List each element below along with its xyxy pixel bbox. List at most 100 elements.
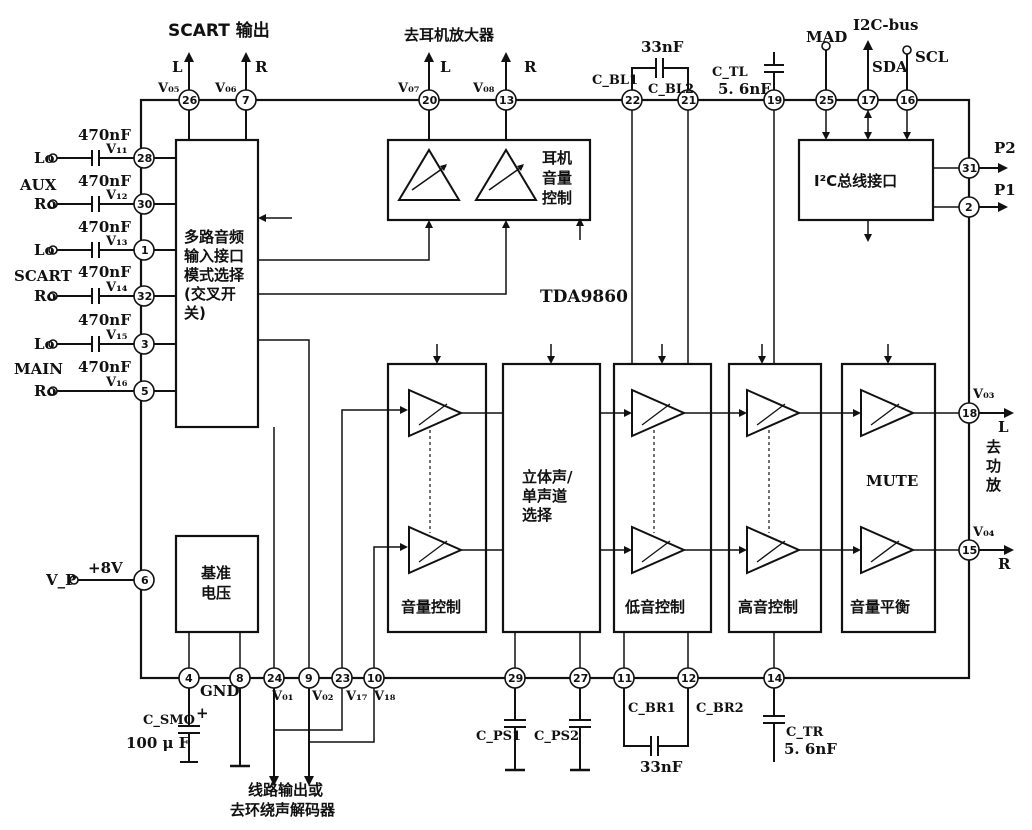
svg-text:V₀₂: V₀₂ xyxy=(311,689,333,704)
svg-text:R: R xyxy=(998,555,1011,573)
svg-text:10: 10 xyxy=(367,672,383,685)
headphone-volume-label: 耳机 音量 控制 xyxy=(542,149,572,207)
svg-text:MAIN: MAIN xyxy=(14,360,63,378)
svg-text:C_BR2: C_BR2 xyxy=(696,701,744,716)
svg-text:Lo: Lo xyxy=(34,241,55,259)
svg-text:模式选择: 模式选择 xyxy=(184,266,245,284)
svg-text:Ro: Ro xyxy=(34,195,56,213)
stereo-mono-label: 立体声/ 单声道 选择 xyxy=(522,468,573,524)
svg-text:放: 放 xyxy=(985,476,1002,494)
svg-text:2: 2 xyxy=(965,201,973,214)
chip-name: TDA9860 xyxy=(540,287,628,307)
svg-text:输入接口: 输入接口 xyxy=(184,247,244,265)
svg-text:立体声/: 立体声/ xyxy=(522,468,573,486)
i2c-bus-label: I2C-bus xyxy=(853,16,918,34)
input-row-1 xyxy=(48,150,176,166)
svg-text:基准: 基准 xyxy=(200,564,231,582)
stereo-mono-block xyxy=(501,362,602,634)
svg-text:1: 1 xyxy=(141,244,149,257)
svg-text:SCL: SCL xyxy=(915,48,949,66)
svg-text:23: 23 xyxy=(335,672,350,685)
svg-text:19: 19 xyxy=(767,94,782,107)
svg-text:SCART: SCART xyxy=(14,267,73,285)
svg-text:470nF: 470nF xyxy=(78,218,131,236)
svg-text:33nF: 33nF xyxy=(640,758,683,776)
svg-text:5. 6nF: 5. 6nF xyxy=(718,80,771,98)
svg-text:电压: 电压 xyxy=(201,584,231,602)
svg-text:25: 25 xyxy=(819,94,834,107)
svg-text:15: 15 xyxy=(962,544,977,557)
input-labels: Lo 470nF V₁₁ AUX Ro 470nF V₁₂ Lo 470nF V… xyxy=(14,126,131,400)
svg-text:C_BL2: C_BL2 xyxy=(648,82,694,97)
input-row-4 xyxy=(48,288,176,304)
i2c-interface-label: I²C总线接口 xyxy=(814,172,897,190)
svg-text:P1: P1 xyxy=(994,181,1016,199)
bottom-pins: 4 8 GND 24 V₀₁ 9 V₀₂ 23 V₁₇ 10 V₁₈ 29 27… xyxy=(178,667,785,704)
input-pins: 28 30 1 32 3 5 xyxy=(133,147,155,402)
svg-text:GND: GND xyxy=(200,682,240,700)
svg-text:耳机: 耳机 xyxy=(542,149,572,167)
svg-text:C_SMO: C_SMO xyxy=(143,713,195,728)
svg-text:6: 6 xyxy=(141,574,149,587)
headphone-amp-triangles xyxy=(397,148,538,201)
svg-text:V₀₆: V₀₆ xyxy=(214,81,237,96)
svg-text:V₁₆: V₁₆ xyxy=(105,375,128,390)
svg-text:3: 3 xyxy=(141,338,149,351)
svg-text:AUX: AUX xyxy=(19,176,57,194)
svg-text:31: 31 xyxy=(962,162,977,175)
svg-text:V₁₃: V₁₃ xyxy=(105,234,128,249)
svg-text:V₁₇: V₁₇ xyxy=(345,689,368,704)
svg-text:单声道: 单声道 xyxy=(522,487,567,505)
svg-text:4: 4 xyxy=(185,672,193,685)
svg-text:7: 7 xyxy=(242,94,250,107)
svg-text:V₁₂: V₁₂ xyxy=(105,188,127,203)
svg-text:V₀₁: V₀₁ xyxy=(271,689,293,704)
svg-text:13: 13 xyxy=(499,94,514,107)
svg-text:12: 12 xyxy=(681,672,696,685)
svg-text:R: R xyxy=(524,58,537,76)
svg-text:L: L xyxy=(172,58,183,76)
svg-text:V₀₃: V₀₃ xyxy=(972,387,995,402)
svg-text:C_TL: C_TL xyxy=(712,65,748,80)
i2c-interface-block xyxy=(797,138,935,222)
svg-text:24: 24 xyxy=(267,672,283,685)
svg-text:21: 21 xyxy=(681,94,696,107)
input-row-5 xyxy=(48,336,176,352)
input-row-2 xyxy=(48,196,176,212)
svg-text:29: 29 xyxy=(508,672,523,685)
top-pins: 26 L V₀₅ 7 R V₀₆ 20 L V₀₇ 13 R V₀₈ 22 C_… xyxy=(157,28,949,140)
svg-text:33nF: 33nF xyxy=(641,38,684,56)
control-arrows xyxy=(433,344,892,364)
svg-text:9: 9 xyxy=(305,672,313,685)
svg-text:V₁₄: V₁₄ xyxy=(105,280,128,295)
svg-text:Lo: Lo xyxy=(34,149,55,167)
svg-text:16: 16 xyxy=(900,94,916,107)
input-select-block xyxy=(174,138,260,429)
svg-text:Ro: Ro xyxy=(34,382,56,400)
amp-triangles xyxy=(408,388,916,575)
svg-text:L: L xyxy=(998,418,1009,436)
headphone-amp-title: 去耳机放大器 xyxy=(404,26,495,44)
balance-label: 音量平衡 xyxy=(850,598,910,616)
svg-text:Ro: Ro xyxy=(34,287,56,305)
output-pins: 18 V₀₃ L 15 V₀₄ R 去 功 放 xyxy=(958,387,1014,573)
bottom-components: + C_SMO 100 μ F C_PS1 C_PS2 C_BR1 C_BR2 … xyxy=(126,688,837,786)
svg-text:14: 14 xyxy=(767,672,783,685)
signal-paths xyxy=(341,110,959,672)
input-row-3 xyxy=(48,242,176,258)
line-output-label: 线路输出或 xyxy=(248,781,323,799)
svg-text:(交叉开: (交叉开 xyxy=(184,285,236,303)
svg-text:多路音频: 多路音频 xyxy=(184,228,244,246)
svg-text:470nF: 470nF xyxy=(78,126,131,144)
svg-text:控制: 控制 xyxy=(542,189,572,207)
svg-text:+: + xyxy=(196,704,209,722)
mute-label: MUTE xyxy=(866,472,918,490)
reference-voltage-label: 基准 电压 xyxy=(200,564,231,602)
svg-text:Lo: Lo xyxy=(34,335,55,353)
svg-text:32: 32 xyxy=(137,290,152,303)
svg-text:5: 5 xyxy=(141,385,149,398)
to-power-amp-label: 去 功 放 xyxy=(985,438,1002,494)
bass-control-label: 低音控制 xyxy=(624,598,685,616)
svg-text:去: 去 xyxy=(986,438,1001,456)
svg-text:5. 6nF: 5. 6nF xyxy=(784,740,837,758)
